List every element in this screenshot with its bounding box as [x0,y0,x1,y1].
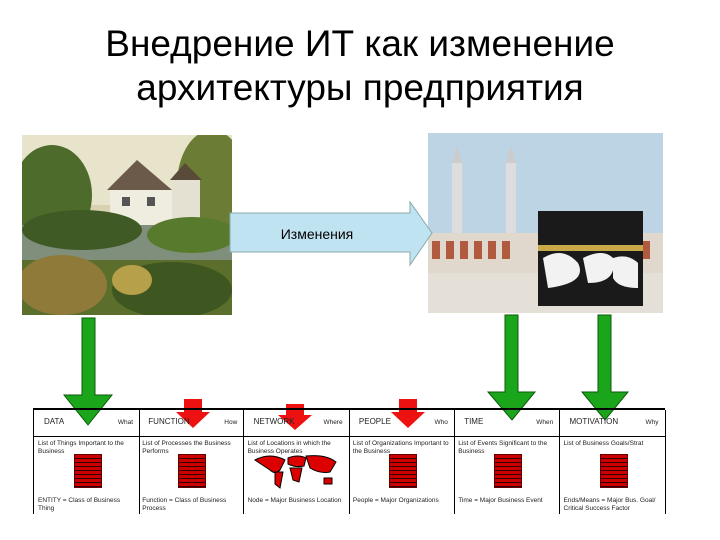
column-definition-text: Ends/Means = Major Bus. Goal/ Critical S… [563,497,656,512]
column-name: MOTIVATION [569,417,619,426]
column-header: PEOPLE Who [348,410,454,437]
green-arrow-time [486,314,537,421]
column-name: NETWORK [253,417,295,426]
column-question: How [224,419,238,426]
column-motivation: MOTIVATION Why List of Business Goals/St… [559,410,666,514]
column-header: NETWORK Where [243,410,349,437]
country-house-picture [22,135,232,315]
column-header: MOTIVATION Why [559,410,665,437]
green-arrow-motivation [580,314,630,421]
column-definition-text: Time = Major Business Event [458,497,543,504]
document-icon [494,454,523,488]
slide-title: Внедрение ИТ как изменение архитектуры п… [0,22,720,110]
column-people: PEOPLE Who List of Organizations Importa… [348,410,455,514]
column-question: When [536,419,554,426]
column-definition-text: ENTITY = Class of Business Thing [38,497,121,512]
change-arrow-label: Изменения [280,226,354,242]
column-definition-text: Node = Major Business Location [247,497,342,504]
column-name: PEOPLE [358,417,391,426]
column-question: Why [645,419,659,426]
red-arrow-network [278,404,312,430]
column-list-text: List of Organizations Important to the B… [352,440,449,455]
column-list-text: List of Things Important to the Business [38,440,124,455]
column-question: Where [323,419,343,426]
column-question: What [117,419,133,426]
column-list-text: List of Locations in which the Business … [247,440,331,455]
document-icon [388,454,417,488]
title-line-1: Внедрение ИТ как изменение [105,23,615,64]
column-header: DATA What [34,410,139,437]
green-arrow-data [62,317,114,426]
document-icon [599,454,628,488]
column-header: TIME When [454,410,560,437]
column-name: FUNCTION [148,417,190,426]
column-header: FUNCTION How [138,410,244,437]
column-data: DATA What List of Things Important to th… [33,410,140,514]
document-icon [178,454,207,488]
column-definition-text: People = Major Organizations [352,497,439,504]
column-name: DATA [44,417,65,426]
red-arrow-function [176,399,210,428]
column-list-text: List of Processes the Business Performs [142,440,231,455]
world-map-icon [253,455,337,489]
column-function: FUNCTION How List of Processes the Busin… [138,410,245,514]
column-network: NETWORK Where List of Locations in which… [243,410,350,514]
red-arrow-people [391,399,425,428]
column-definition-text: Function = Class of Business Process [142,497,227,512]
change-arrow [229,200,433,267]
mosque-kaaba-picture [428,133,663,313]
zachman-row: DATA What List of Things Important to th… [33,408,666,514]
column-name: TIME [464,417,484,426]
column-list-text: List of Events Significant to the Busine… [458,440,548,455]
document-icon [74,454,102,488]
column-question: Who [434,419,448,426]
title-line-2: архитектуры предприятия [136,67,584,108]
column-list-text: List of Business Goals/Strat [563,440,644,447]
column-time: TIME When List of Events Significant to … [454,410,561,514]
